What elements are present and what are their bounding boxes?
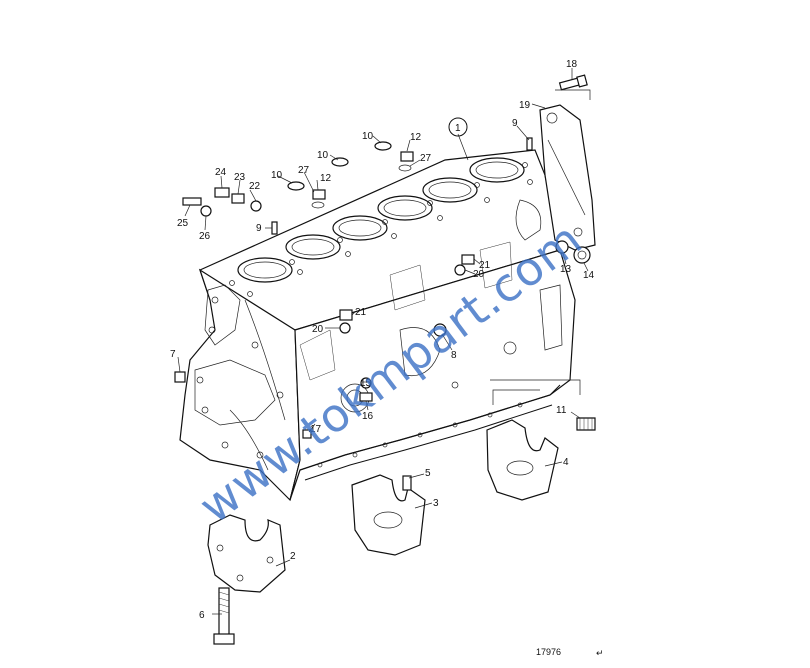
- side-face-details: [299, 199, 563, 413]
- group-brackets: [490, 89, 591, 405]
- label-3: 3: [433, 498, 439, 509]
- side-fittings: [339, 254, 475, 337]
- label-12-b: 12: [410, 132, 422, 143]
- label-1: 1: [455, 123, 461, 134]
- dowel-5: [402, 475, 412, 491]
- label-27-a: 27: [298, 165, 310, 176]
- label-6: 6: [199, 610, 205, 621]
- label-10-b: 10: [317, 150, 329, 161]
- label-9-right: 9: [512, 118, 518, 129]
- label-26: 26: [199, 231, 211, 242]
- label-25: 25: [177, 218, 189, 229]
- front-face-details: [194, 284, 286, 471]
- bearing-cap-4: [486, 419, 559, 501]
- label-15: 15: [360, 378, 372, 389]
- cylinder-bores: [237, 157, 525, 283]
- label-5: 5: [425, 468, 431, 479]
- label-17: 17: [310, 424, 322, 435]
- label-12-a: 12: [320, 173, 332, 184]
- left-hardware: [182, 187, 262, 217]
- fittings-13-14: [555, 240, 591, 264]
- label-11: 11: [556, 405, 567, 416]
- label-24: 24: [215, 167, 227, 178]
- label-10-a: 10: [271, 170, 283, 181]
- label-21-a: 21: [479, 260, 491, 271]
- label-4: 4: [563, 457, 569, 468]
- label-7: 7: [170, 349, 176, 360]
- label-27-b: 27: [420, 153, 432, 164]
- plug-11: [576, 417, 596, 431]
- top-hardware: [271, 137, 533, 235]
- deck-bolt-holes: [229, 162, 533, 297]
- return-mark: ↵: [596, 648, 604, 658]
- bearing-cap-2: [207, 514, 286, 593]
- bolt-18: [558, 74, 588, 91]
- label-8: 8: [451, 350, 457, 361]
- label-19: 19: [519, 100, 531, 111]
- label-16: 16: [362, 411, 374, 422]
- label-14: 14: [583, 270, 595, 281]
- figure-number: 17976: [536, 647, 561, 657]
- part-labels: 1 2 3 4 5 6 7 8 9 9 10 10 10 11 12 12 13…: [170, 59, 595, 621]
- plugs-15-16-17: [302, 377, 373, 439]
- cylinder-block: [179, 149, 576, 502]
- label-23: 23: [234, 172, 246, 183]
- pan-rail-holes: [317, 402, 523, 468]
- label-18: 18: [566, 59, 578, 70]
- label-13: 13: [560, 264, 572, 275]
- label-21-b: 21: [355, 307, 367, 318]
- bracket: [539, 104, 596, 251]
- bearing-cap-3: [351, 474, 426, 556]
- label-10-c: 10: [362, 131, 374, 142]
- plug-7: [174, 371, 186, 383]
- label-2: 2: [290, 551, 296, 562]
- label-9-left: 9: [256, 223, 262, 234]
- label-20-b: 20: [312, 324, 324, 335]
- label-22: 22: [249, 181, 261, 192]
- leader-lines: [177, 68, 589, 615]
- label-1-circle: [448, 117, 468, 137]
- bolt-6: [213, 587, 235, 645]
- label-20-a: 20: [473, 269, 485, 280]
